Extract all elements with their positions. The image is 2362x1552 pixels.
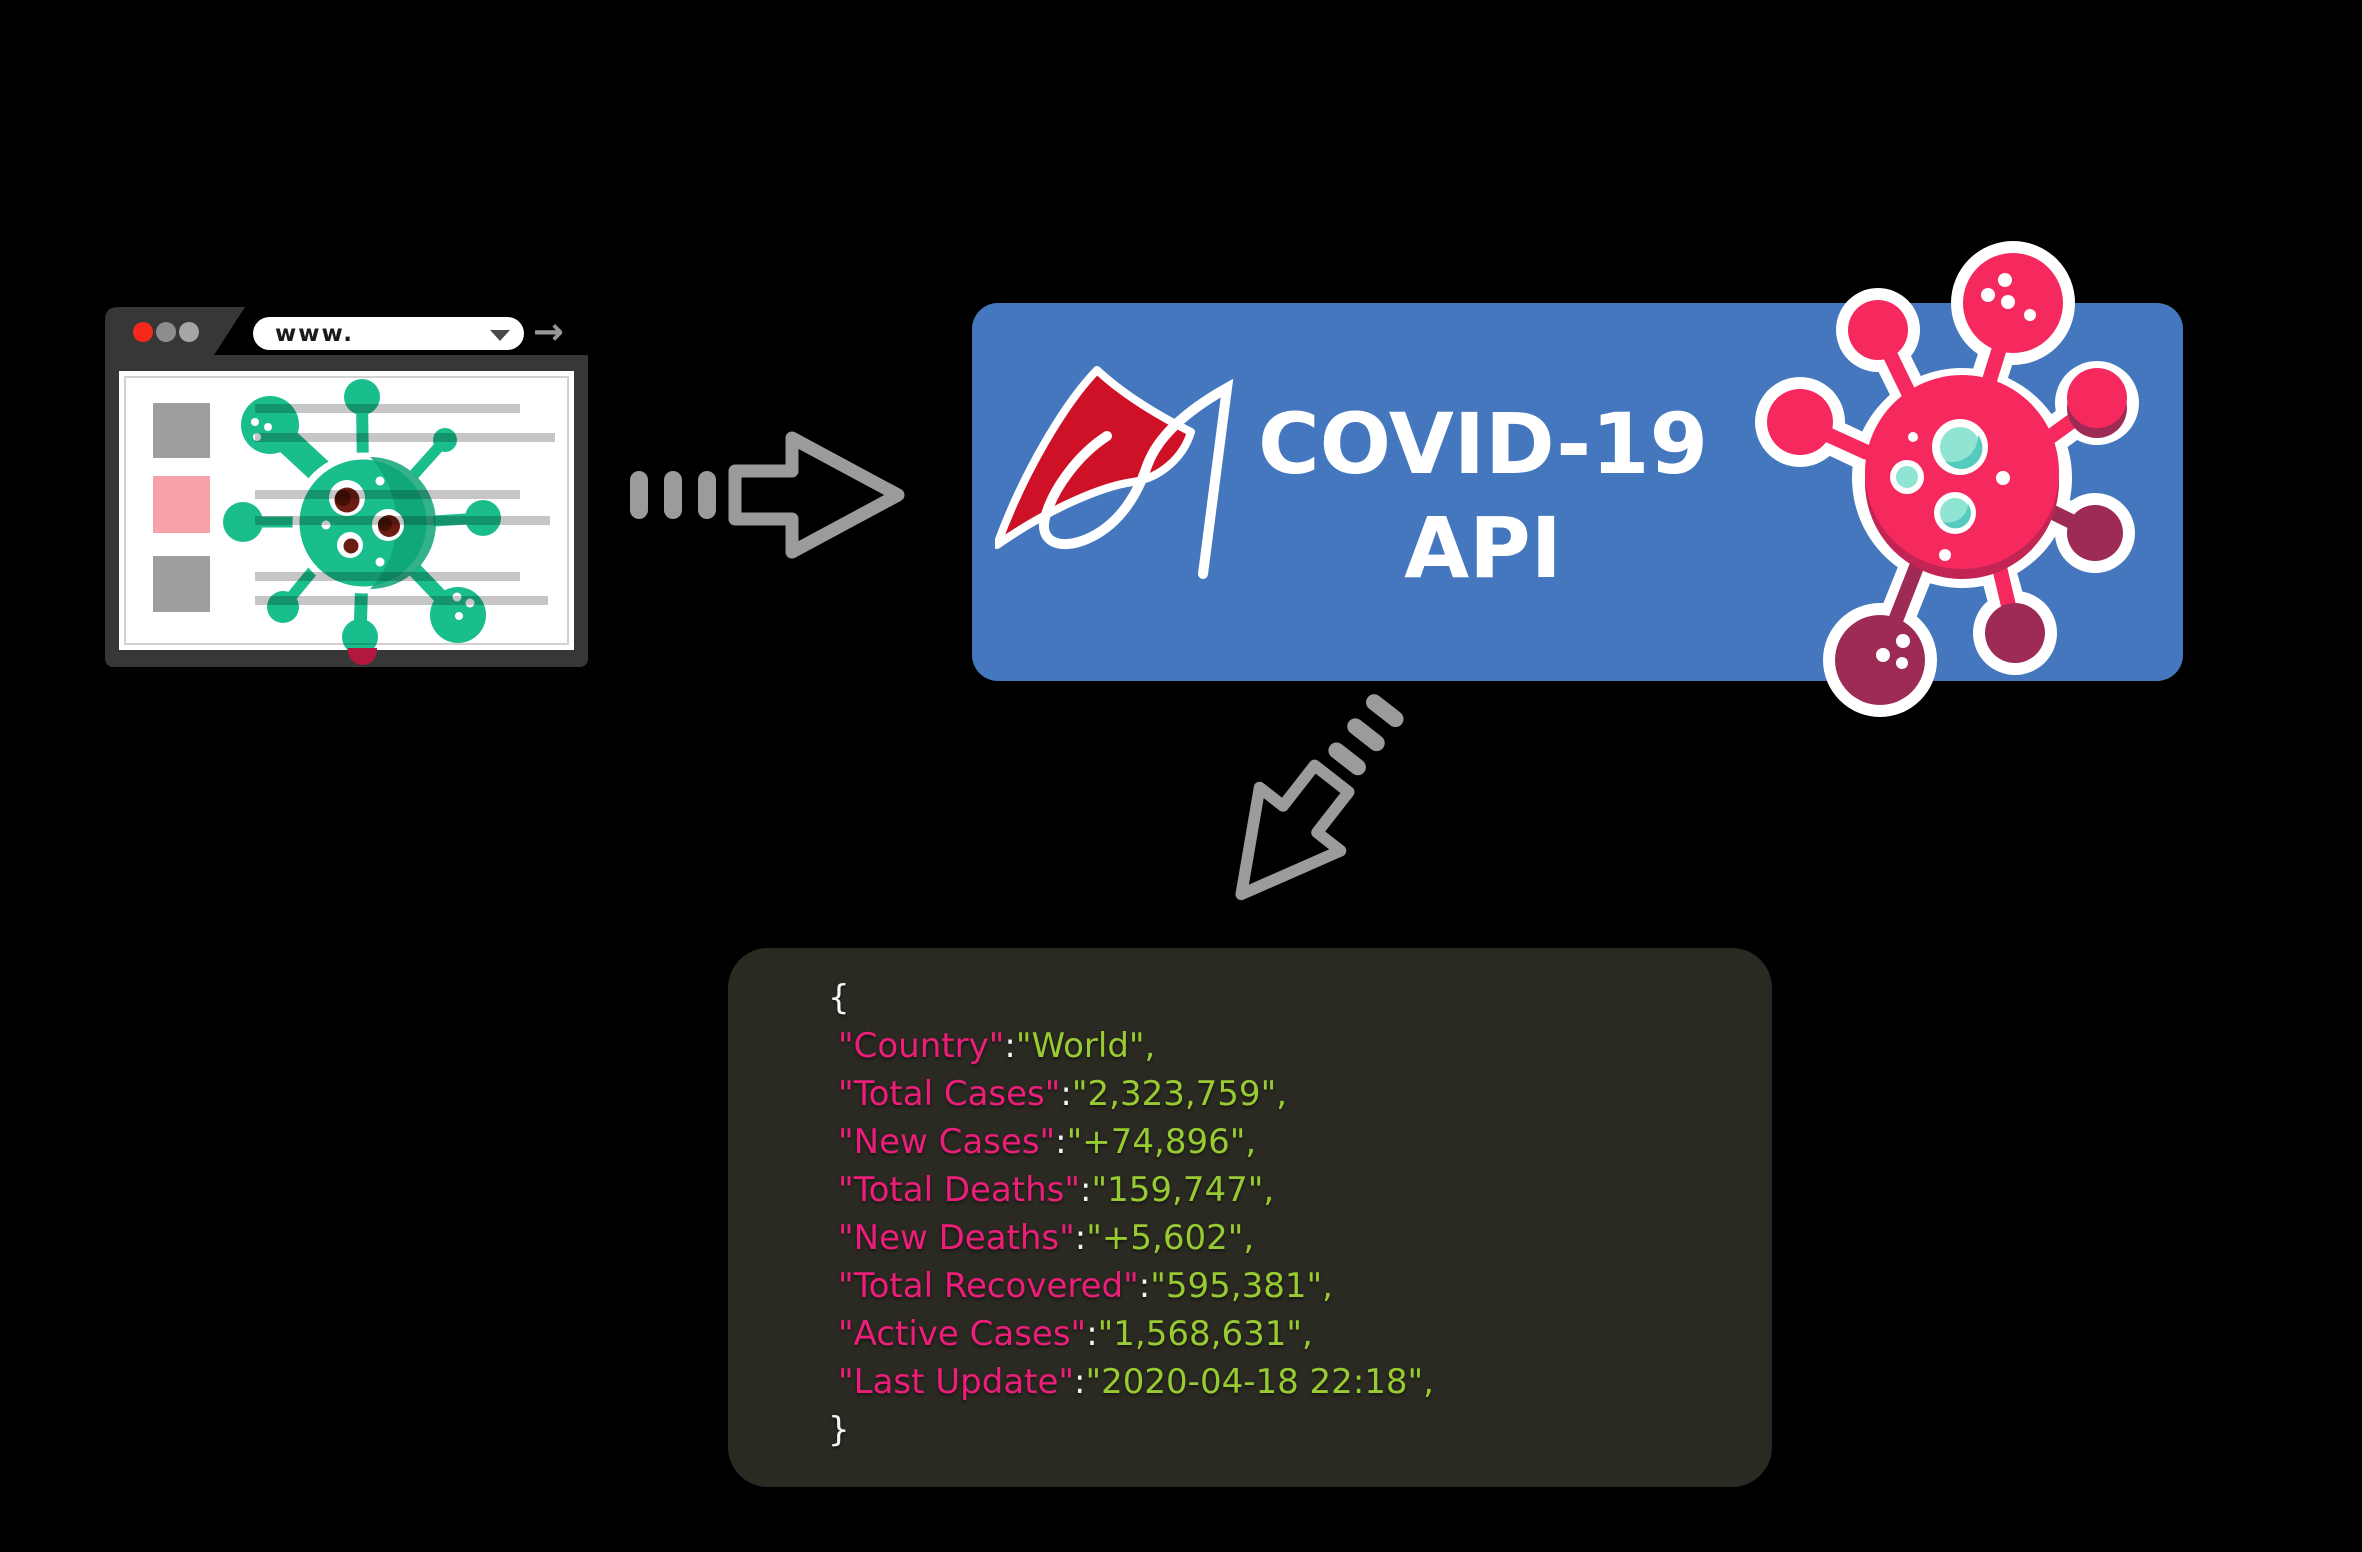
flow-arrow-down-icon [1235, 694, 1404, 901]
window-dot-red [133, 322, 153, 342]
content-placeholder-square [153, 556, 210, 612]
go-arrow-icon: → [533, 310, 565, 353]
json-line-active-cases: "Active Cases":"1,568,631", [838, 1314, 1313, 1354]
json-open-brace: { [828, 978, 850, 1018]
json-line-last-update: "Last Update":"2020-04-18 22:18", [838, 1362, 1434, 1402]
json-line-country: "Country":"World", [838, 1026, 1156, 1066]
url-dropdown-icon [490, 330, 510, 341]
json-response-panel: { "Country":"World", "Total Cases":"2,32… [728, 948, 1772, 1487]
coronavirus-icon [1755, 241, 2139, 717]
content-placeholder-line [255, 596, 548, 605]
json-line-total-cases: "Total Cases":"2,323,759", [838, 1074, 1288, 1114]
api-title-line1: COVID-19 [1257, 395, 1709, 493]
green-virus-icon [140, 260, 600, 720]
json-line-total-recovered: "Total Recovered":"595,381", [838, 1266, 1333, 1306]
json-line-new-cases: "New Cases":"+74,896", [838, 1122, 1257, 1162]
json-close-brace: } [828, 1410, 850, 1450]
api-title: COVID-19 API [1258, 392, 1708, 600]
json-line-new-deaths: "New Deaths":"+5,602", [838, 1218, 1255, 1258]
json-line-total-deaths: "Total Deaths":"159,747", [838, 1170, 1275, 1210]
browser-window: www. → [0, 0, 720, 760]
address-bar: www. [253, 317, 524, 350]
virus-crimson-drip [348, 648, 377, 665]
content-placeholder-square [153, 403, 210, 458]
content-placeholder-line [255, 404, 520, 413]
json-response-text: { "Country":"World", "Total Cases":"2,32… [828, 974, 1434, 1454]
api-title-line2: API [1404, 499, 1562, 597]
window-dot-gray2 [179, 322, 199, 342]
flow-arrow-right-icon [630, 431, 905, 559]
window-dot-gray1 [156, 322, 176, 342]
url-text: www. [275, 321, 355, 347]
content-placeholder-square [153, 476, 210, 533]
worldometers-logo-icon [995, 366, 1234, 579]
content-placeholder-line [255, 433, 555, 442]
